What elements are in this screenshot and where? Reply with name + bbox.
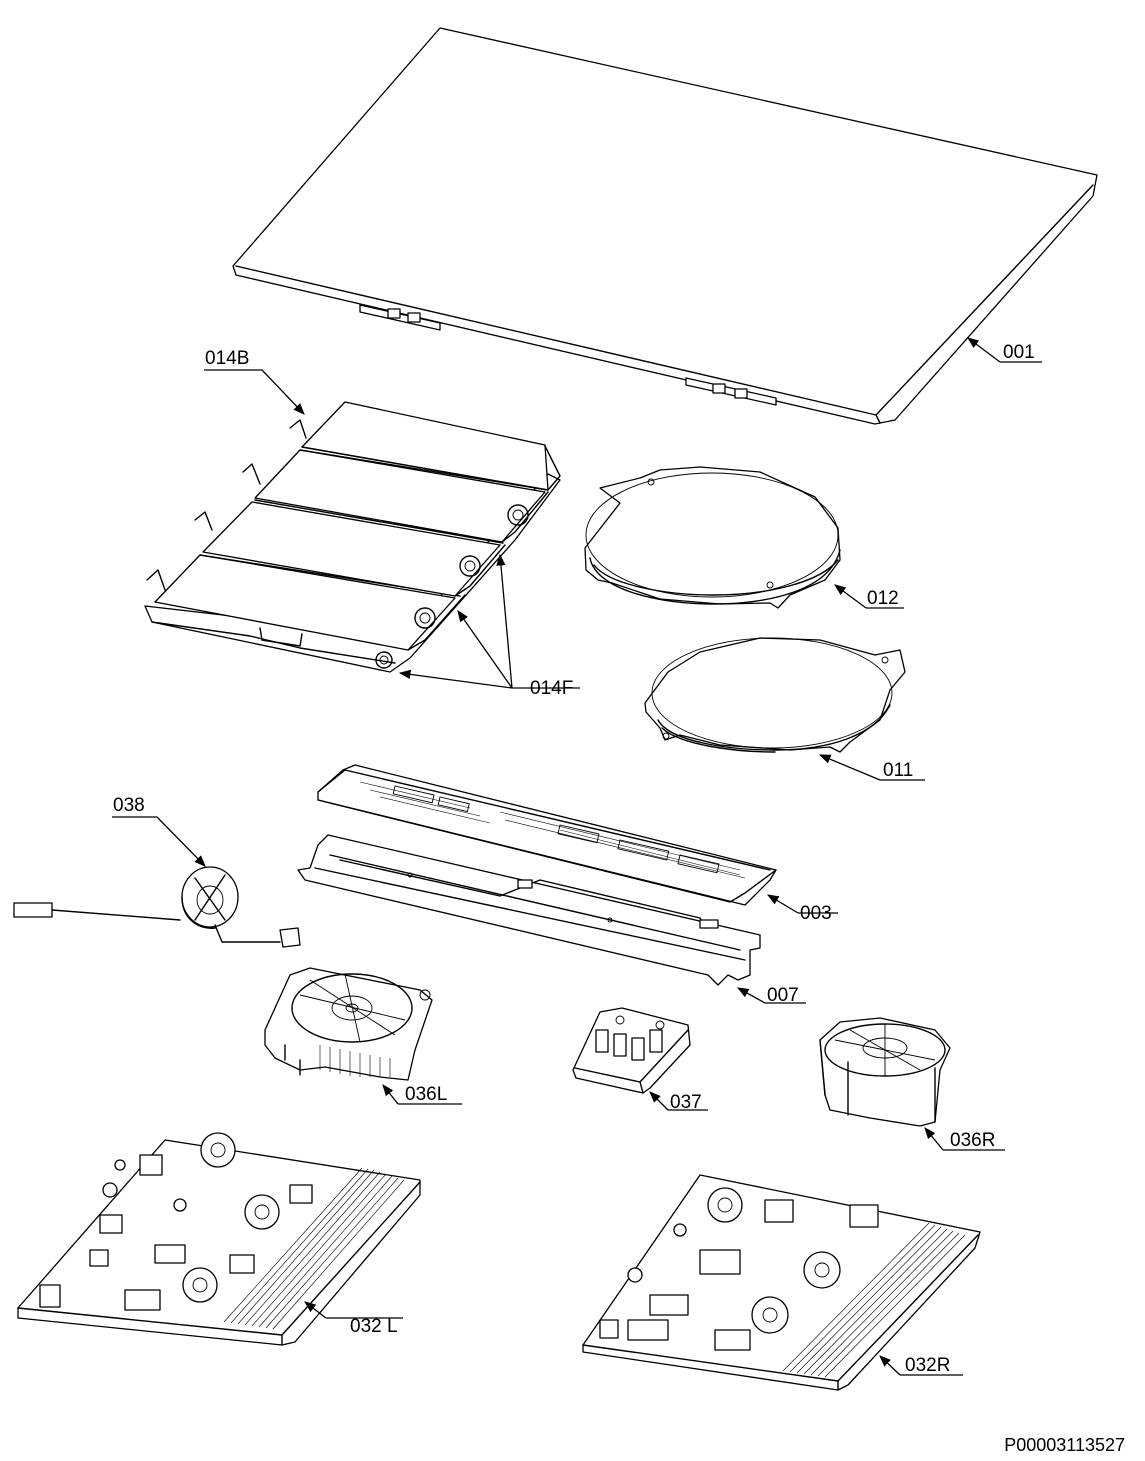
ferrite-filter-038 [13,816,301,948]
label-036L: 036L [405,1084,447,1105]
control-board-003 [317,764,838,914]
document-id: P00003113527 [1004,1435,1125,1455]
label-014B: 014B [205,348,249,369]
induction-coil-011 [644,637,925,781]
label-011: 011 [883,760,913,781]
label-032R: 032R [905,1355,950,1376]
glass-top-plate-001 [232,27,1098,425]
label-003: 003 [800,903,832,924]
terminal-block-037 [572,1007,708,1111]
label-014F: 014F [530,678,573,699]
leader-001-arrow [967,337,1001,363]
label-036R: 036R [950,1130,995,1151]
label-032L: 032 L [350,1316,398,1337]
power-board-032R [582,1174,981,1391]
label-007: 007 [767,985,799,1006]
cooling-fan-036L [264,967,462,1105]
power-board-032L [17,1132,421,1346]
label-037: 037 [670,1092,702,1113]
label-001: 001 [1003,342,1035,363]
label-038: 038 [113,795,145,816]
label-012: 012 [867,588,899,609]
cooling-fan-036R [819,1017,1005,1151]
support-frame-007 [297,834,806,1004]
coil-array-014 [144,369,580,689]
induction-coil-012 [584,466,904,609]
